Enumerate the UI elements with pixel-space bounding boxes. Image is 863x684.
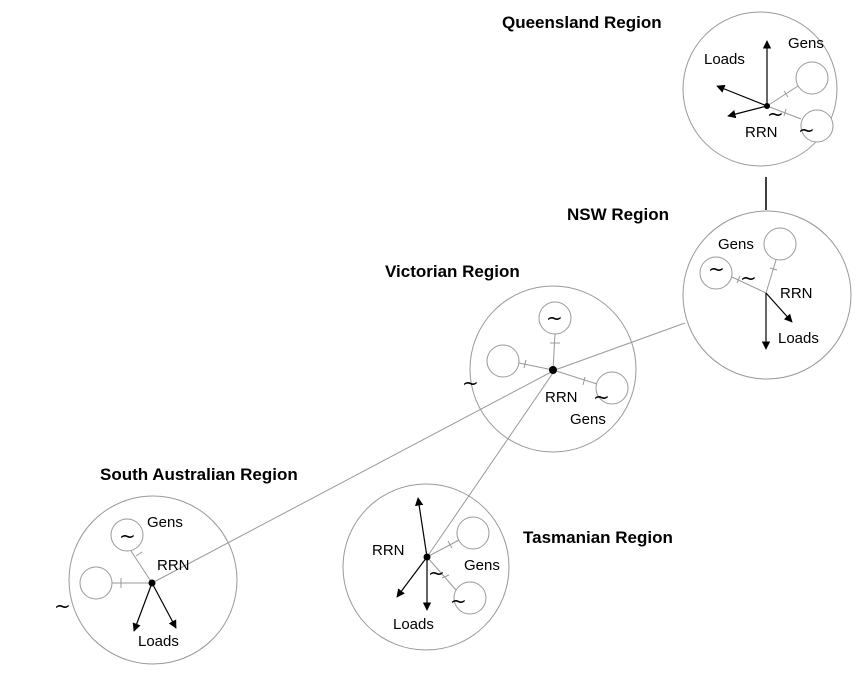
loads-label: Loads (393, 616, 434, 633)
region-title-nsw: NSW Region (567, 205, 669, 224)
generator-symbol: ~ (767, 102, 784, 126)
gens-label: Gens (147, 514, 183, 531)
region-title-queensland: Queensland Region (502, 13, 662, 32)
generator-icon (79, 566, 113, 600)
link-nsw-vic (554, 322, 686, 371)
region-title-victorian: Victorian Region (385, 262, 520, 281)
region-south-australian: South Australian Region ~ ~ Gens RRN Loa… (54, 465, 298, 665)
rrn-node (764, 103, 770, 109)
generator-icon (800, 109, 834, 143)
generator-symbol: ~ (428, 561, 445, 585)
generator-icon (595, 371, 629, 405)
loads-label: Loads (704, 51, 745, 68)
generator-symbol: ~ (450, 589, 467, 613)
region-queensland: Queensland Region ~ ~ Loads Gens RRN (502, 11, 838, 167)
region-boundary-queensland (682, 11, 838, 167)
load-arrow (132, 582, 153, 632)
rrn-label: RRN (745, 124, 778, 141)
generator-icon (453, 581, 487, 615)
rrn-node (148, 579, 156, 587)
generator-icon (110, 518, 144, 552)
region-victorian: Victorian Region ~ ~ ~ RRN Gens (385, 262, 637, 453)
generator-icon (456, 516, 490, 550)
gens-label: Gens (464, 557, 500, 574)
link-vic-tas (426, 369, 556, 558)
region-title-tasmanian: Tasmanian Region (523, 528, 673, 547)
rrn-node (423, 553, 431, 561)
region-title-south-australian: South Australian Region (100, 465, 298, 484)
generator-icon (699, 256, 733, 290)
region-boundary-south-australian (68, 495, 238, 665)
interconnectors (151, 177, 767, 584)
load-arrow (765, 292, 793, 323)
rrn-label: RRN (545, 389, 578, 406)
generator-symbol: ~ (798, 118, 815, 142)
load-arrow (414, 497, 428, 558)
generator-symbol: ~ (740, 266, 757, 290)
region-tasmanian: Tasmanian Region ~ ~ RRN Gens Loads (342, 483, 673, 651)
generator-icon (795, 61, 829, 95)
generator-symbol: ~ (546, 306, 563, 330)
generator-symbol: ~ (54, 594, 71, 618)
gens-label: Gens (570, 411, 606, 428)
load-arrow (151, 582, 177, 629)
gens-label: Gens (718, 236, 754, 253)
region-nsw: NSW Region ~ ~ Gens RRN Loads (567, 205, 852, 380)
generator-symbol: ~ (462, 371, 479, 395)
generator-symbol: ~ (708, 257, 725, 281)
loads-label: Loads (138, 633, 179, 650)
generator-icon (486, 344, 520, 378)
load-arrow (716, 84, 768, 107)
load-arrow (727, 105, 768, 119)
region-boundary-tasmanian (342, 483, 510, 651)
rrn-label: RRN (157, 557, 190, 574)
load-arrow (396, 556, 428, 598)
link-vic-sa (151, 369, 556, 584)
region-boundary-nsw (682, 210, 852, 380)
region-boundary-victorian (469, 285, 637, 453)
generator-symbol: ~ (119, 524, 136, 548)
rrn-label: RRN (372, 542, 405, 559)
loads-label: Loads (778, 330, 819, 347)
generator-icon (763, 227, 797, 261)
rrn-node (549, 366, 557, 374)
gens-label: Gens (788, 35, 824, 52)
generator-symbol: ~ (593, 385, 610, 409)
rrn-label: RRN (780, 285, 813, 302)
